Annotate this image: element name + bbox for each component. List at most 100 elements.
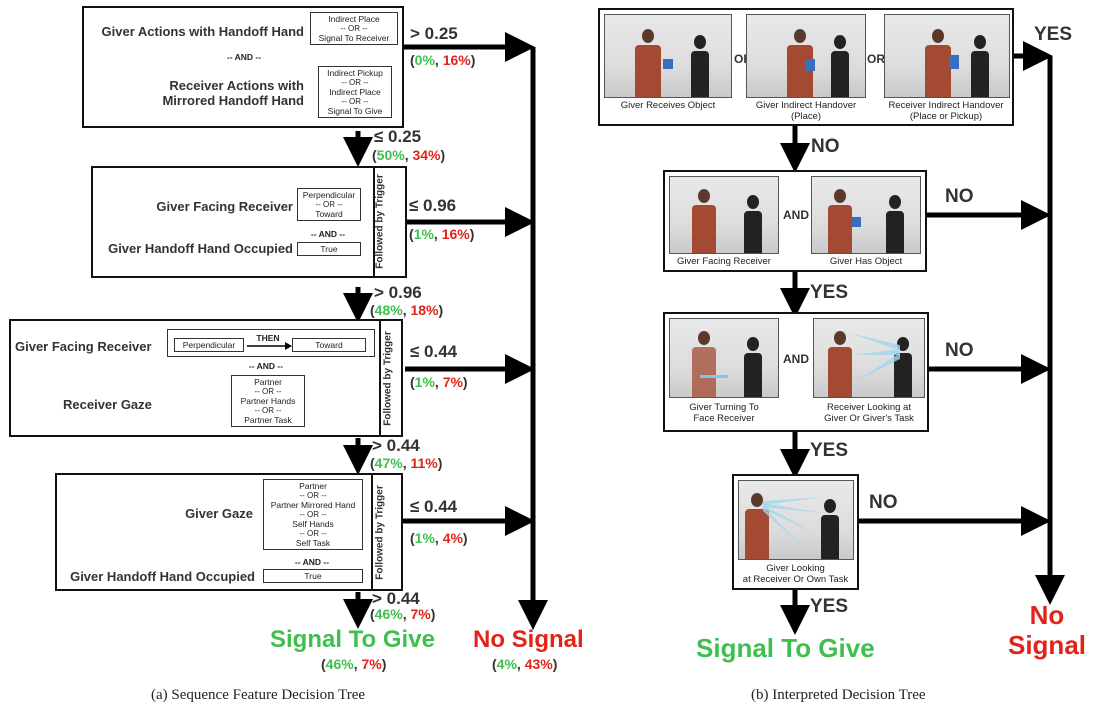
leaf-line: No <box>1029 600 1065 630</box>
or-text: OR <box>867 52 885 66</box>
pct-red: 4% <box>442 530 463 546</box>
threshold-label: > 0.96 <box>374 283 422 302</box>
threshold-label: > 0.44 <box>372 436 420 455</box>
photo-caption-line: Giver Receives Object <box>620 100 716 111</box>
leaf-signal-to-give: Signal To Give <box>696 633 875 663</box>
node-label: Giver Facing Receiver <box>15 339 152 354</box>
threshold-label: > 0.25 <box>410 24 458 43</box>
condition-box: Partner -- OR -- Partner Mirrored Hand -… <box>263 479 363 550</box>
or-text: -- OR -- <box>341 97 369 106</box>
trigger-divider <box>379 321 381 435</box>
trigger-divider <box>373 168 375 276</box>
no-label: NO <box>945 340 974 361</box>
and-text: AND <box>783 208 809 222</box>
photo-caption-line: (Place) <box>790 111 822 122</box>
option-text: Indirect Pickup <box>327 68 383 78</box>
photo-giver-facing-receiver <box>669 176 779 254</box>
pct-red: 7% <box>442 374 463 390</box>
node-label: Receiver Actions with Mirrored Handoff H… <box>90 78 304 108</box>
pct-green: 48% <box>374 302 403 318</box>
edge-percentages: (47%, 11%) <box>370 455 443 471</box>
pct-red: 7% <box>361 656 382 672</box>
node-label: Giver Handoff Hand Occupied <box>108 241 293 256</box>
photo-caption-line: Giver Facing Receiver <box>677 256 771 267</box>
photo-giver-looking <box>738 480 854 560</box>
or-text: -- OR -- <box>341 78 369 87</box>
leaf-signal-to-give: Signal To Give <box>270 626 435 653</box>
option-text: Indirect Place <box>328 14 380 24</box>
leaf-no-signal: No Signal <box>1000 600 1094 660</box>
option-text: Self Task <box>295 538 331 548</box>
photo-giver-has-object <box>811 176 921 254</box>
leaf-percentages: (46%, 7%) <box>321 656 387 672</box>
pct-red: 11% <box>410 455 438 471</box>
edge-percentages: (1%, 7%) <box>410 374 468 390</box>
caption-b: (b) Interpreted Decision Tree <box>751 687 926 703</box>
photo-caption: Giver Facing Receiver <box>665 256 783 267</box>
node-label: Giver Facing Receiver <box>156 199 293 214</box>
decision-node-4: Giver Gaze Partner -- OR -- Partner Mirr… <box>55 473 403 591</box>
leaf-line: Signal <box>1007 630 1086 660</box>
pct-green: 0% <box>414 52 435 68</box>
node-label: Giver Gaze <box>185 506 253 521</box>
yes-label: YES <box>810 282 849 303</box>
no-label: NO <box>811 136 840 157</box>
edge-percentages: (1%, 16%) <box>409 226 475 242</box>
condition-box: Perpendicular -- OR -- Toward <box>297 188 361 221</box>
condition-box: Indirect Place -- OR -- Signal To Receiv… <box>310 12 398 45</box>
interp-node-2: Giver Facing Receiver AND Giver Has Obje… <box>663 170 927 272</box>
interp-node-3: Giver Turning To Face Receiver AND Recei… <box>663 312 929 432</box>
photo-caption: Giver Turning To Face Receiver <box>665 402 783 424</box>
edge-percentages: (46%, 7%) <box>370 606 436 622</box>
trigger-label: Followed by Trigger <box>382 331 394 426</box>
photo-caption-line: Giver Has Object <box>829 256 903 267</box>
option-text: Perpendicular <box>302 190 356 200</box>
photo-caption: Receiver Indirect Handover (Place or Pic… <box>876 100 1016 122</box>
option-text: Toward <box>315 209 343 219</box>
option-text: Indirect Place <box>329 87 381 97</box>
pct-green: 1% <box>414 374 435 390</box>
pct-red: 43% <box>524 656 553 672</box>
pct-red: 34% <box>412 147 441 163</box>
or-text: -- OR -- <box>299 491 327 500</box>
condition-box: Toward <box>292 338 366 352</box>
decision-node-2: Giver Facing Receiver Perpendicular -- O… <box>91 166 407 278</box>
pct-green: 47% <box>374 455 403 471</box>
gaze-rays <box>763 497 825 549</box>
photo-giver-receives-object <box>604 14 732 98</box>
pct-green: 46% <box>374 606 403 622</box>
or-text: -- OR -- <box>315 200 343 209</box>
or-text: -- OR -- <box>299 529 327 538</box>
interp-node-1: Giver Receives Object OR Giver Indirect … <box>598 8 1014 126</box>
node-label-line: Receiver Actions with <box>169 78 304 93</box>
pct-green: 1% <box>413 226 434 242</box>
or-text: -- OR -- <box>254 387 282 396</box>
condition-box: True <box>263 569 363 583</box>
node-label: Giver Actions with Handoff Hand <box>101 24 304 39</box>
photo-caption-line: Giver Looking <box>766 563 825 574</box>
trigger-label: Followed by Trigger <box>374 174 386 269</box>
photo-caption-line: at Receiver Or Own Task <box>742 574 849 585</box>
leaf-no-signal: No Signal <box>473 626 584 653</box>
or-text: -- OR -- <box>254 406 282 415</box>
photo-caption-line: Giver Turning To <box>689 402 759 413</box>
leaf-percentages: (4%, 43%) <box>492 656 558 672</box>
caption-a: (a) Sequence Feature Decision Tree <box>151 687 366 703</box>
option-text: Signal To Receiver <box>318 33 390 43</box>
condition-box: True <box>297 242 361 256</box>
trigger-divider <box>371 475 373 589</box>
photo-receiver-indirect-handover <box>884 14 1010 98</box>
and-text: -- AND -- <box>226 52 262 62</box>
pct-green: 4% <box>496 656 517 672</box>
pct-red: 16% <box>442 52 471 68</box>
threshold-label: ≤ 0.25 <box>374 127 422 146</box>
option-text: Partner Mirrored Hand <box>270 500 356 510</box>
no-label: NO <box>869 492 898 513</box>
threshold-label: ≤ 0.44 <box>410 342 458 361</box>
threshold-label: ≤ 0.96 <box>409 196 457 215</box>
and-text: -- AND -- <box>310 229 346 239</box>
pct-red: 7% <box>410 606 431 622</box>
photo-caption-line: Receiver Indirect Handover <box>888 100 1004 111</box>
condition-box: Perpendicular <box>174 338 244 352</box>
photo-caption-line: (Place or Pickup) <box>909 111 983 122</box>
